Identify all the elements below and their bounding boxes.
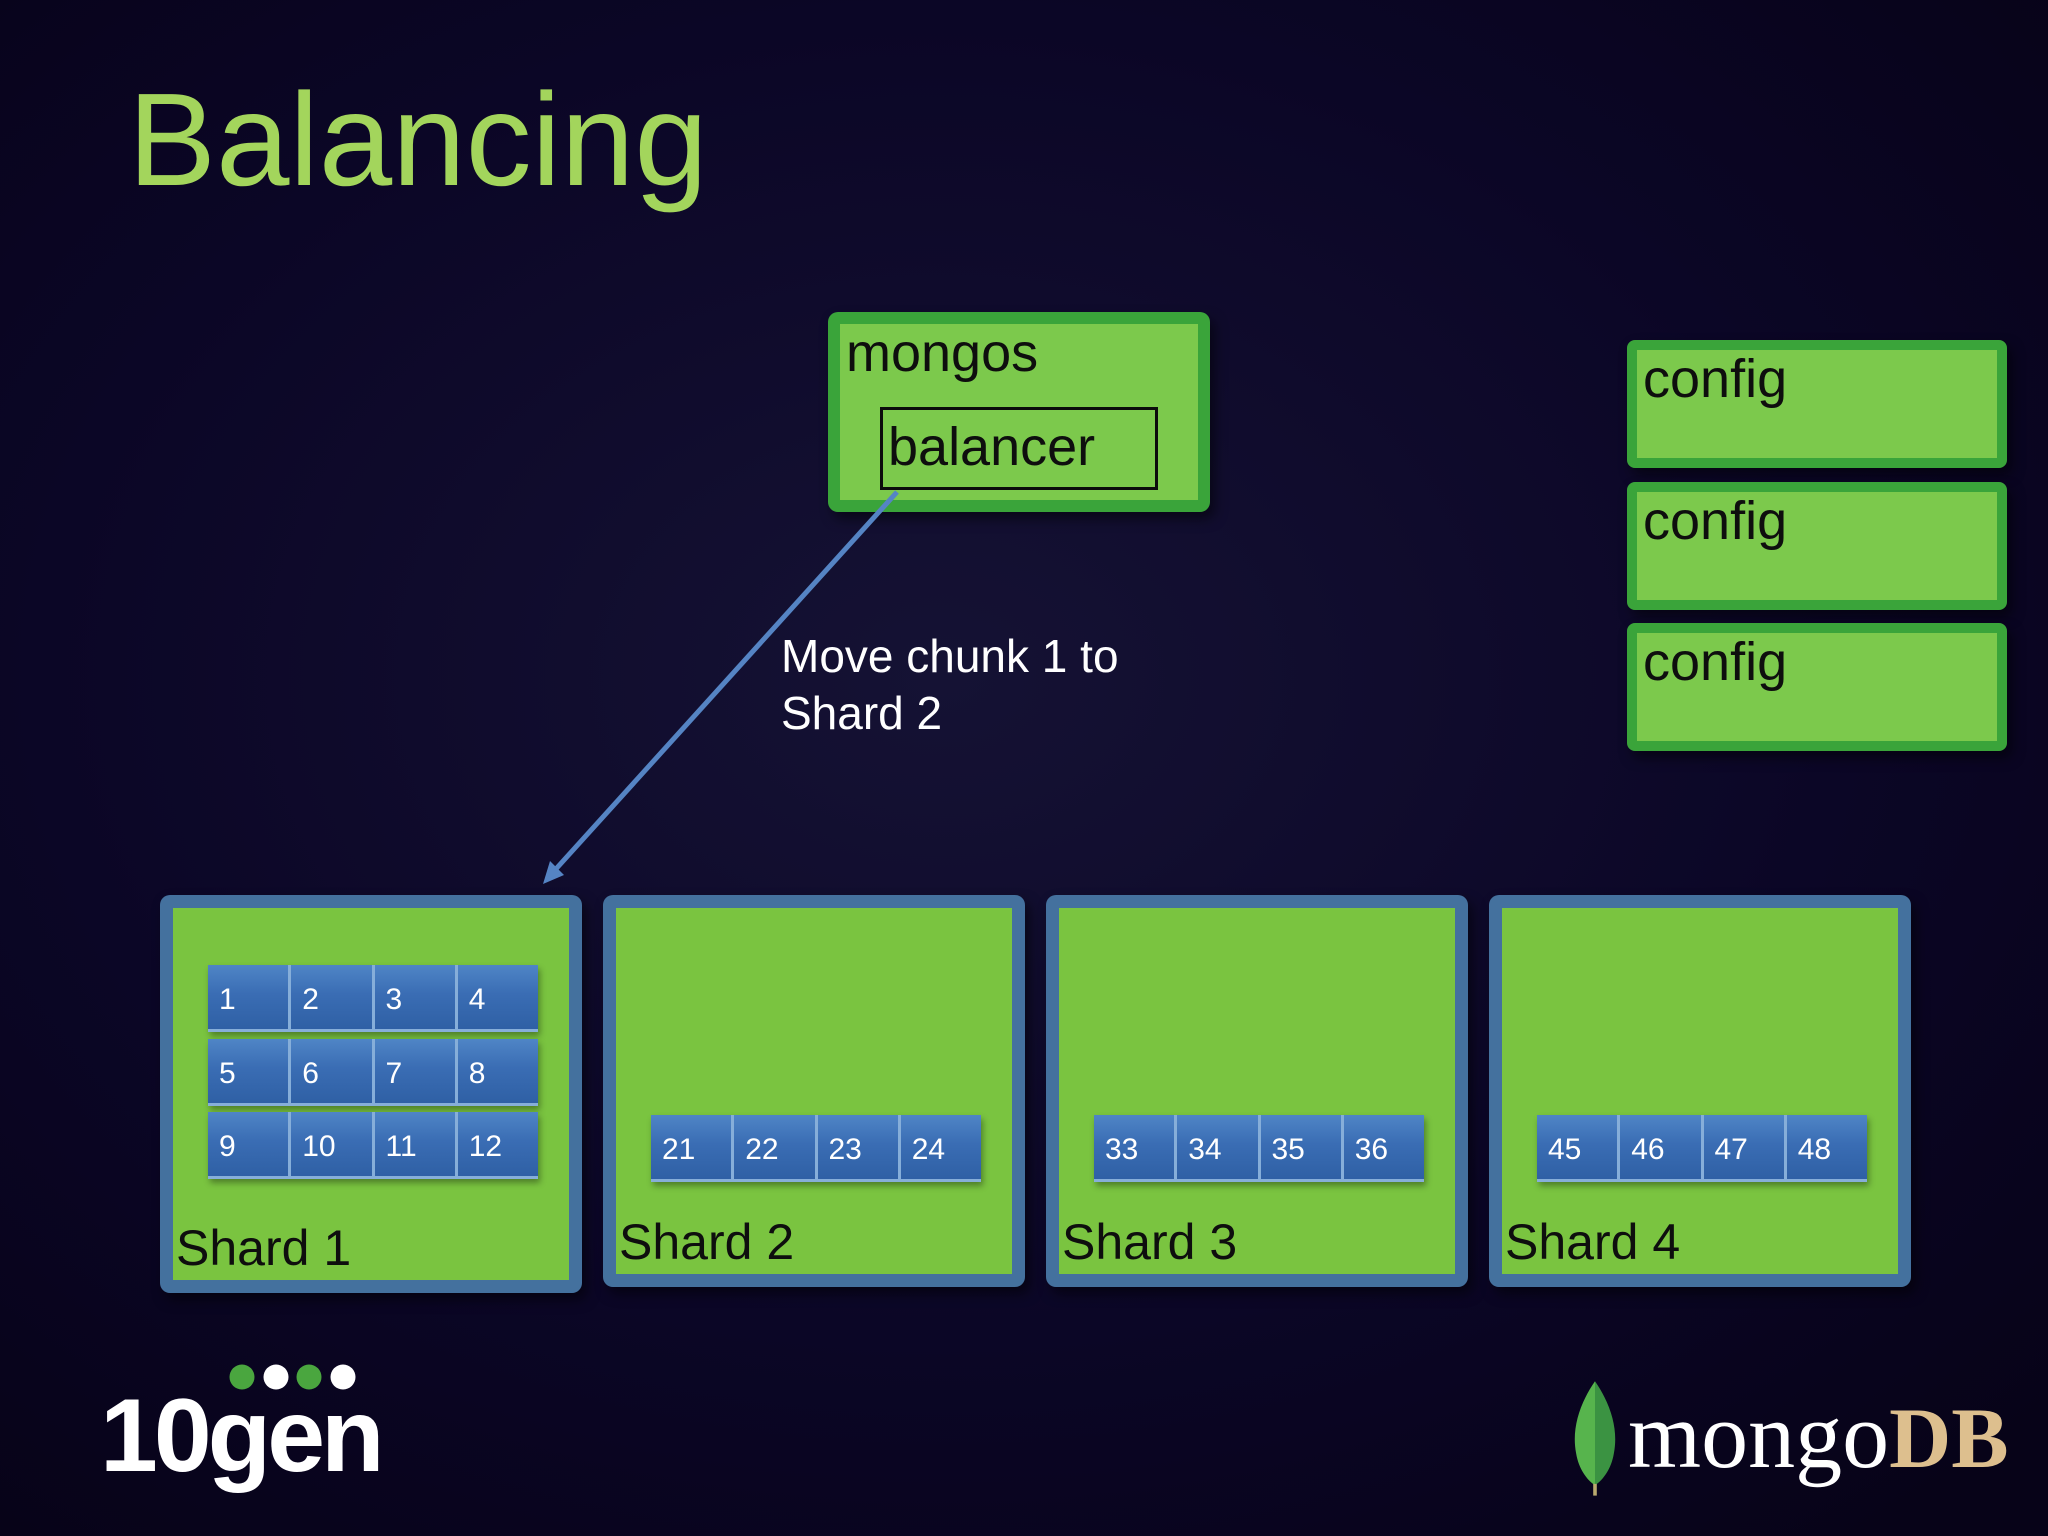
- chunk-cell: 36: [1343, 1115, 1424, 1179]
- mongodb-wordmark: mongoDB: [1628, 1386, 2009, 1488]
- chunk-row: 9 10 11 12: [208, 1112, 538, 1179]
- chunk-cell: 5: [208, 1039, 289, 1103]
- shard-2-box: 21 22 23 24 Shard 2: [603, 895, 1025, 1287]
- dot-green: [296, 1364, 322, 1390]
- chunk-cell: 3: [374, 965, 455, 1029]
- shard-4-box: 45 46 47 48 Shard 4: [1489, 895, 1911, 1287]
- balancer-label: balancer: [888, 417, 1096, 477]
- annotation-line-2: Shard 2: [781, 687, 943, 739]
- db-text: DB: [1889, 1390, 2009, 1486]
- dot-white: [263, 1364, 289, 1390]
- config-label: config: [1643, 632, 1788, 692]
- mongos-label: mongos: [846, 323, 1039, 383]
- chunk-row: 1 2 3 4: [208, 965, 538, 1032]
- chunk-cell: 9: [208, 1112, 289, 1176]
- chunk-cell: 8: [457, 1039, 538, 1103]
- chunk-row: 45 46 47 48: [1537, 1115, 1867, 1182]
- tengen-wordmark: 10gen: [100, 1378, 385, 1494]
- chunk-cell: 6: [291, 1039, 372, 1103]
- annotation-line-1: Move chunk 1 to: [781, 630, 1119, 682]
- chunk-cell: 21: [651, 1115, 732, 1179]
- tengen-logo: 10gen: [100, 1358, 460, 1508]
- chunk-row: 33 34 35 36: [1094, 1115, 1424, 1182]
- config-box-3: config: [1627, 623, 2007, 751]
- dot-white: [330, 1364, 356, 1390]
- page-title: Balancing: [128, 66, 708, 213]
- chunk-cell: 10: [291, 1112, 372, 1176]
- dot-green: [229, 1364, 255, 1390]
- shard-3-label: Shard 3: [1062, 1214, 1238, 1270]
- chunk-cell: 7: [374, 1039, 455, 1103]
- chunk-cell: 46: [1620, 1115, 1701, 1179]
- config-box-2: config: [1627, 482, 2007, 610]
- shard-1-label: Shard 1: [176, 1220, 352, 1276]
- chunk-cell: 48: [1786, 1115, 1867, 1179]
- chunk-row: 21 22 23 24: [651, 1115, 981, 1182]
- mongos-box: mongos balancer: [828, 312, 1210, 512]
- config-box-1: config: [1627, 340, 2007, 468]
- tengen-dots: [229, 1364, 356, 1390]
- chunk-cell: 23: [817, 1115, 898, 1179]
- chunk-cell: 33: [1094, 1115, 1175, 1179]
- chunk-cell: 11: [374, 1112, 455, 1176]
- balancer-box: balancer: [880, 407, 1158, 490]
- shard-2-label: Shard 2: [619, 1214, 795, 1270]
- chunk-row: 5 6 7 8: [208, 1039, 538, 1106]
- chunk-cell: 35: [1260, 1115, 1341, 1179]
- move-chunk-annotation: Move chunk 1 to Shard 2: [781, 628, 1119, 742]
- mongodb-logo: mongoDB: [1568, 1372, 2028, 1508]
- config-label: config: [1643, 491, 1788, 551]
- chunk-cell: 4: [457, 965, 538, 1029]
- shard-3-box: 33 34 35 36 Shard 3: [1046, 895, 1468, 1287]
- chunk-cell: 45: [1537, 1115, 1618, 1179]
- chunk-cell: 34: [1177, 1115, 1258, 1179]
- shard-1-box: 1 2 3 4 5 6 7 8 9 10 11 12 Shard 1: [160, 895, 582, 1293]
- chunk-cell: 24: [900, 1115, 981, 1179]
- chunk-cell: 47: [1703, 1115, 1784, 1179]
- chunk-cell: 12: [457, 1112, 538, 1176]
- mongo-text: mongo: [1628, 1384, 1890, 1488]
- chunk-cell: 1: [208, 965, 289, 1029]
- config-label: config: [1643, 349, 1788, 409]
- mongodb-leaf-icon: [1574, 1381, 1616, 1496]
- chunk-cell: 22: [734, 1115, 815, 1179]
- shard-4-label: Shard 4: [1505, 1214, 1681, 1270]
- chunk-cell: 2: [291, 965, 372, 1029]
